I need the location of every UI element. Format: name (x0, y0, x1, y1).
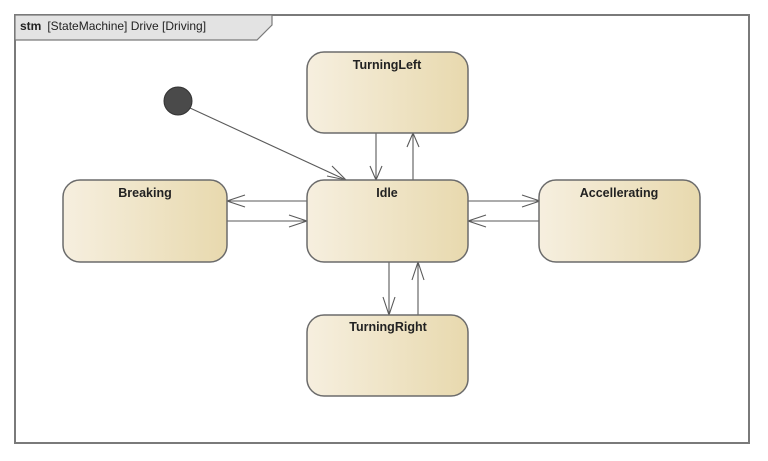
state-breaking[interactable]: Breaking (62, 179, 228, 263)
state-label: Idle (376, 186, 398, 200)
transition-idle-to-turning-right[interactable] (382, 262, 396, 317)
frame-kind: stm (20, 19, 41, 33)
transition-idle-to-accellerating[interactable] (468, 194, 542, 208)
transition-accellerating-to-idle[interactable] (466, 214, 540, 228)
state-turning-left[interactable]: TurningLeft (306, 51, 469, 134)
state-turning-right[interactable]: TurningRight (306, 314, 469, 397)
state-label: Breaking (118, 186, 172, 200)
frame-title: [StateMachine] Drive [Driving] (47, 19, 206, 33)
state-label: TurningRight (349, 320, 427, 334)
frame-tab-text: stm [StateMachine] Drive [Driving] (20, 19, 206, 33)
transition-breaking-to-idle[interactable] (227, 214, 309, 228)
transition-idle-to-breaking[interactable] (225, 194, 307, 208)
transition-turning-left-to-idle[interactable] (369, 133, 383, 182)
initial-node[interactable] (163, 86, 193, 116)
transition-idle-to-turning-left[interactable] (406, 131, 420, 180)
state-accellerating[interactable]: Accellerating (538, 179, 701, 263)
state-label: Accellerating (580, 186, 659, 200)
frame-tab (14, 14, 273, 41)
transition-turning-right-to-idle[interactable] (411, 260, 425, 315)
state-label: TurningLeft (353, 58, 422, 72)
state-idle[interactable]: Idle (306, 179, 469, 263)
